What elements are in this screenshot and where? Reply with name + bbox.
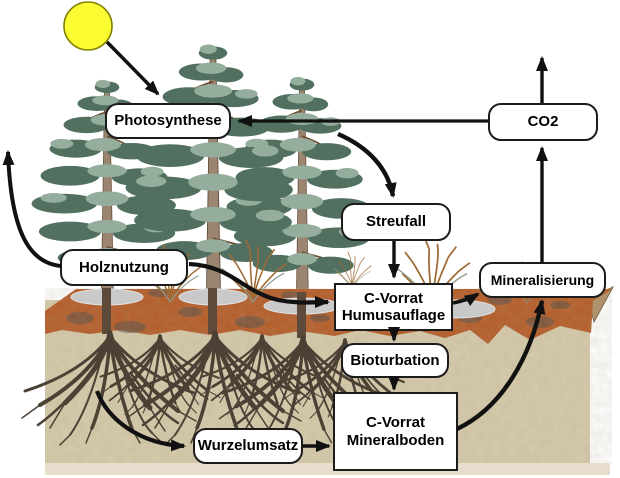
node-holznutzung: Holznutzung [60,249,188,286]
node-label: Mineralisierung [490,271,595,288]
node-label: Streufall [365,213,426,231]
node-bioturbation: Bioturbation [341,343,449,378]
node-label-line2: Mineralboden [346,431,445,449]
node-streufall: Streufall [341,203,451,241]
node-label: Wurzelumsatz [197,437,299,455]
node-photosynthese: Photosynthese [105,103,231,139]
node-co2: CO2 [488,103,598,141]
ground-strip [45,463,610,475]
node-label-line1: C-Vorrat [366,414,425,432]
node-c-vorrat-mineralboden: C-Vorrat Mineralboden [333,392,458,471]
node-c-vorrat-humusauflage: C-Vorrat Humusauflage [334,283,453,331]
node-label: CO2 [527,113,559,131]
node-label: Photosynthese [114,112,222,130]
node-label: Holznutzung [79,258,169,276]
node-wurzelumsatz: Wurzelumsatz [193,428,303,464]
node-label: Bioturbation [350,351,440,369]
sun-icon [63,1,113,51]
node-label-line2: Humusauflage [341,307,446,324]
trunk-stubs [102,288,306,338]
node-mineralisierung: Mineralisierung [479,262,606,298]
node-label-line1: C-Vorrat [364,289,423,307]
